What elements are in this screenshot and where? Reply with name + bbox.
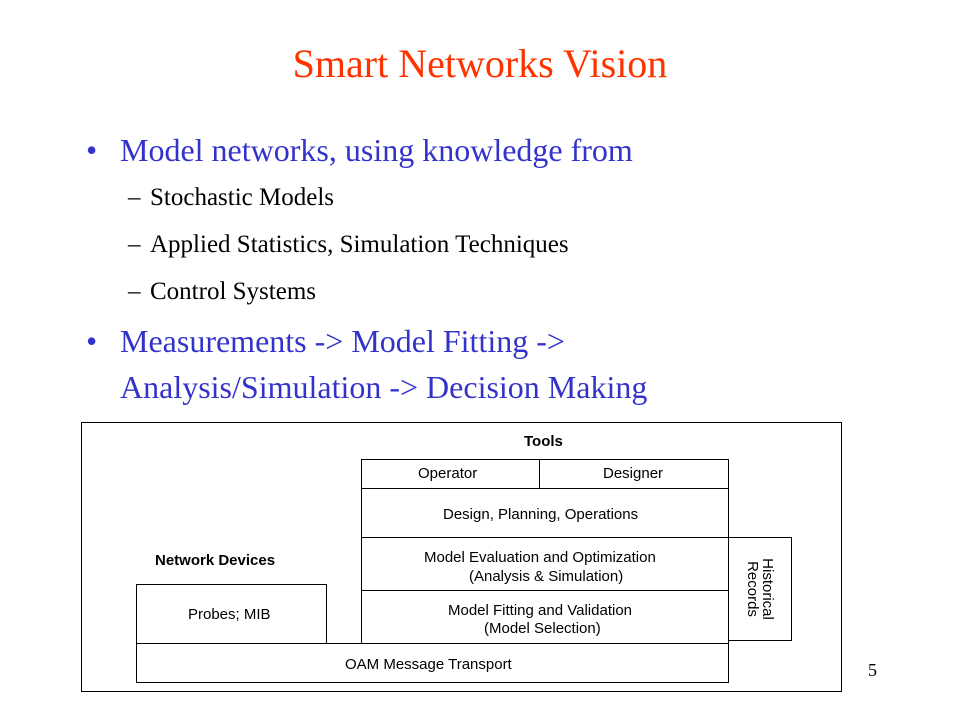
bullet-model-networks: • Model networks, using knowledge from	[86, 132, 786, 172]
bullet-marker: •	[86, 132, 98, 168]
subitem-stochastic: –Stochastic Models	[128, 184, 334, 212]
oam-transport-box: OAM Message Transport	[136, 643, 729, 683]
page-number: 5	[868, 660, 877, 680]
designer-box: Designer	[539, 459, 729, 489]
model-evaluation-box: Model Evaluation and Optimization (Analy…	[361, 537, 729, 591]
historical-line-2: Records	[743, 561, 761, 617]
historical-line-1: Historical	[758, 558, 776, 620]
oam-transport-label: OAM Message Transport	[345, 656, 512, 673]
model-fitting-line-1: Model Fitting and Validation	[448, 602, 632, 619]
model-fitting-box: Model Fitting and Validation (Model Sele…	[361, 590, 729, 644]
sub-marker: –	[128, 278, 141, 305]
bullet-line-1: Measurements -> Model Fitting ->	[120, 323, 565, 359]
bullet-text: Model networks, using knowledge from	[120, 132, 633, 168]
sub-marker: –	[128, 231, 141, 258]
design-planning-box: Design, Planning, Operations	[361, 488, 729, 538]
operator-label: Operator	[418, 465, 478, 482]
bullet-measurements: • Measurements -> Model Fitting -> Analy…	[86, 323, 846, 413]
subitem-control-systems: –Control Systems	[128, 278, 316, 306]
subitem-applied-statistics: –Applied Statistics, Simulation Techniqu…	[128, 231, 569, 259]
sub-text: Stochastic Models	[150, 184, 335, 211]
probes-mib-box: Probes; MIB	[136, 584, 327, 644]
operator-box: Operator	[361, 459, 540, 489]
bullet-line-2: Analysis/Simulation -> Decision Making	[120, 369, 648, 405]
slide-title: Smart Networks Vision	[292, 41, 668, 86]
bullet-marker: •	[86, 323, 98, 359]
tools-label: Tools	[524, 433, 563, 450]
probes-mib-label: Probes; MIB	[188, 606, 271, 623]
historical-records-box: Historical Records	[727, 537, 792, 641]
design-planning-label: Design, Planning, Operations	[443, 506, 639, 523]
model-evaluation-line-1: Model Evaluation and Optimization	[424, 549, 656, 566]
sub-text: Control Systems	[150, 278, 316, 305]
historical-records-label: Historical Records	[743, 558, 776, 620]
sub-marker: –	[128, 184, 141, 211]
model-evaluation-line-2: (Analysis & Simulation)	[469, 568, 624, 585]
designer-label: Designer	[603, 465, 664, 482]
sub-text: Applied Statistics, Simulation Technique…	[150, 231, 569, 258]
model-fitting-line-2: (Model Selection)	[484, 620, 601, 637]
network-devices-label: Network Devices	[155, 552, 276, 569]
